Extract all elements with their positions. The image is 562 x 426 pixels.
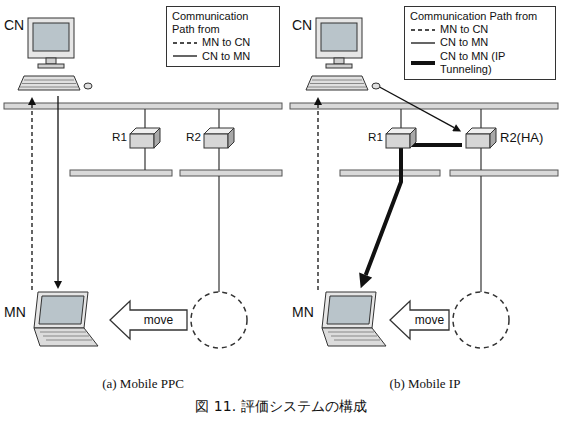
subnet-bar bbox=[450, 170, 558, 176]
legend-text: CN to MN bbox=[440, 36, 488, 49]
legend-line bbox=[411, 29, 435, 30]
router-icon bbox=[204, 128, 234, 148]
router-icon bbox=[130, 128, 160, 148]
node-label: MN bbox=[4, 304, 26, 320]
communication-path bbox=[31, 105, 32, 290]
laptop-icon bbox=[34, 292, 98, 346]
legend-line bbox=[411, 61, 435, 65]
wire bbox=[400, 109, 401, 129]
wire bbox=[218, 176, 219, 292]
mobile-node: MN bbox=[4, 290, 104, 360]
legend-sample bbox=[410, 38, 436, 48]
legend-heading: Communication Path from bbox=[172, 10, 274, 36]
legend-sample bbox=[410, 25, 436, 35]
legend-line bbox=[173, 56, 197, 57]
subnet-bar bbox=[340, 170, 440, 176]
node-label: MN bbox=[292, 304, 314, 320]
communication-path bbox=[374, 84, 454, 128]
legend-text: MN to CN bbox=[440, 23, 488, 36]
legend-heading: Communication Path from bbox=[410, 10, 550, 23]
legend-sample bbox=[172, 51, 198, 61]
router: R1 bbox=[368, 124, 418, 154]
legend-entry: CN to MN bbox=[172, 50, 274, 63]
move-arrow bbox=[390, 301, 449, 339]
former-position bbox=[191, 292, 247, 348]
pc-icon bbox=[306, 18, 380, 90]
icon-canvas bbox=[292, 290, 408, 360]
node-label: R1 bbox=[368, 130, 383, 143]
motion-label: move bbox=[144, 313, 173, 327]
legend-text: CN to MN bbox=[202, 50, 250, 63]
laptop-icon bbox=[322, 292, 386, 346]
node-label: CN bbox=[4, 17, 24, 33]
router: R1 bbox=[112, 124, 162, 154]
router: R2 bbox=[186, 124, 236, 154]
backbone-bar bbox=[290, 103, 558, 109]
router-wires bbox=[145, 109, 481, 292]
legend-line bbox=[411, 42, 435, 43]
panel-caption-holder: (a) Mobile PPC bbox=[102, 376, 184, 392]
communication-path bbox=[366, 145, 462, 275]
wire bbox=[480, 176, 481, 292]
router-icon bbox=[466, 128, 496, 148]
node-label: R2(HA) bbox=[500, 130, 543, 145]
motion-label-holder: move bbox=[144, 313, 173, 327]
wire bbox=[480, 109, 481, 129]
legend-entry: MN to CN bbox=[410, 23, 550, 36]
node-label: R2 bbox=[186, 130, 201, 143]
move-arrow bbox=[110, 301, 187, 339]
icon-canvas bbox=[4, 290, 124, 360]
node-label: CN bbox=[292, 17, 312, 33]
caption-holder: 図 11. 評価システムの構成 bbox=[195, 398, 366, 416]
wire bbox=[218, 148, 219, 170]
legend-entry: CN to MN (IP Tunneling) bbox=[410, 50, 550, 76]
legend-text: MN to CN bbox=[202, 36, 250, 49]
host-computer: CN bbox=[292, 16, 374, 96]
legend-box: Communication Path fromMN to CNCN to MNC… bbox=[404, 6, 556, 80]
router: R2(HA) bbox=[462, 124, 550, 154]
legend-heading-row: Communication Path from bbox=[410, 10, 550, 23]
legend-sample bbox=[172, 38, 198, 48]
router-icon bbox=[386, 128, 416, 148]
panel-caption: (a) Mobile PPC bbox=[102, 376, 184, 392]
wire bbox=[144, 109, 145, 129]
subnet-bar bbox=[70, 170, 172, 176]
legend-sample bbox=[410, 58, 436, 68]
node-label: R1 bbox=[112, 130, 127, 143]
wire bbox=[218, 109, 219, 129]
wire bbox=[144, 148, 145, 170]
legend-heading-row: Communication Path from bbox=[172, 10, 274, 36]
motion-label-holder: move bbox=[415, 313, 444, 327]
former-position bbox=[453, 292, 509, 348]
subnet-bar bbox=[180, 170, 282, 176]
backbone-bar bbox=[4, 103, 282, 109]
legend-entry: MN to CN bbox=[172, 36, 274, 49]
legend-box: Communication Path fromMN to CNCN to MN bbox=[166, 6, 280, 67]
wire bbox=[480, 148, 481, 170]
panel-caption: (b) Mobile IP bbox=[390, 376, 461, 392]
communication-path bbox=[57, 96, 58, 281]
motion-label: move bbox=[415, 313, 444, 327]
figure-caption: 図 11. 評価システムの構成 bbox=[195, 398, 366, 416]
host-computer: CN bbox=[4, 16, 86, 96]
mobile-node: MN bbox=[292, 290, 388, 360]
legend-text: CN to MN (IP Tunneling) bbox=[440, 50, 550, 76]
panel-caption-holder: (b) Mobile IP bbox=[390, 376, 461, 392]
pc-icon bbox=[18, 18, 92, 90]
network-bars bbox=[4, 103, 558, 176]
legend-line bbox=[173, 42, 197, 43]
legend-entry: CN to MN bbox=[410, 36, 550, 49]
communication-path bbox=[317, 105, 318, 290]
